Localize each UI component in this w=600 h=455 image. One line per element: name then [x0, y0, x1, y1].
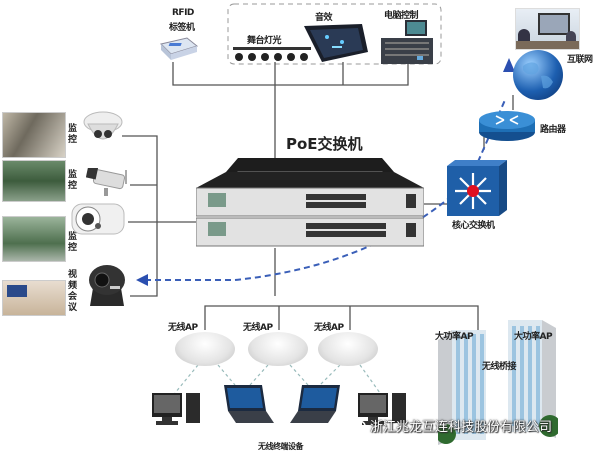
rfid-label-line1: RFID: [172, 8, 194, 18]
desktop-pc-1-icon: [152, 393, 202, 431]
ap2-label: 无线AP: [243, 323, 273, 333]
surveillance-photo-2: [2, 160, 66, 202]
core-switch-icon: [447, 160, 507, 216]
video-conference-photo: [515, 8, 580, 50]
building-1-icon: [436, 330, 488, 445]
cam1-label: 监控: [68, 124, 78, 145]
wireless-links: [174, 364, 381, 394]
wechat-logo-icon: [343, 415, 367, 433]
company-watermark: 浙江兆龙互连科技股份有限公司: [370, 420, 553, 435]
top-bus-line: [172, 62, 409, 86]
router-label: 路由器: [540, 125, 566, 135]
wireless-terminals-label: 无线终端设备: [258, 442, 304, 451]
core-switch-label: 核心交换机: [452, 221, 495, 231]
wireless-ap-2-icon: [248, 332, 308, 366]
pc-control-console-icon: [381, 20, 433, 64]
conference-photo: [2, 280, 66, 316]
internet-globe-icon: [513, 50, 563, 100]
cam2-label: 监控: [68, 170, 78, 191]
dome-camera-icon: [82, 108, 124, 150]
conference-label: 视频会议: [68, 270, 78, 313]
rfid-printer-icon: [157, 34, 199, 60]
arrow-left-icon: [136, 274, 148, 286]
high-power-ap2-label: 大功率AP: [514, 332, 553, 342]
surveillance-photo-1: [2, 112, 66, 158]
stage-light-icon: [233, 45, 311, 63]
router-icon: [478, 110, 536, 142]
wireless-ap-3-icon: [318, 332, 378, 366]
top-group-box: [227, 3, 442, 65]
high-power-ap1-label: 大功率AP: [435, 332, 474, 342]
ap3-label: 无线AP: [314, 323, 344, 333]
poe-switch-title: PoE交换机: [286, 135, 363, 153]
ap1-label: 无线AP: [168, 323, 198, 333]
audio-label: 音效: [315, 13, 333, 23]
surveillance-photo-3: [2, 216, 66, 262]
box-camera-icon: [68, 200, 128, 242]
left-bus-line: [122, 135, 158, 297]
rfid-label-line2: 标签机: [169, 23, 195, 33]
poe-switch-stack-icon: [195, 158, 425, 248]
laptop-2-icon: [290, 385, 342, 425]
bullet-camera-icon: [85, 165, 130, 198]
audio-mixer-icon: [302, 22, 370, 64]
cam3-label: 监控: [68, 232, 78, 253]
wireless-bridge-label: 无线桥接: [482, 362, 517, 372]
internet-label: 互联网: [567, 55, 593, 65]
desktop-pc-2-icon: [358, 393, 408, 431]
laptop-1-icon: [222, 385, 274, 425]
wireless-ap-1-icon: [175, 332, 235, 366]
bottom-bus-line: [204, 305, 479, 330]
stage-light-label: 舞台灯光: [247, 36, 282, 46]
building-2-icon: [508, 320, 561, 440]
arrow-up-icon: [503, 58, 515, 72]
ptz-camera-icon: [84, 262, 130, 310]
pc-control-label: 电脑控制: [384, 11, 419, 21]
